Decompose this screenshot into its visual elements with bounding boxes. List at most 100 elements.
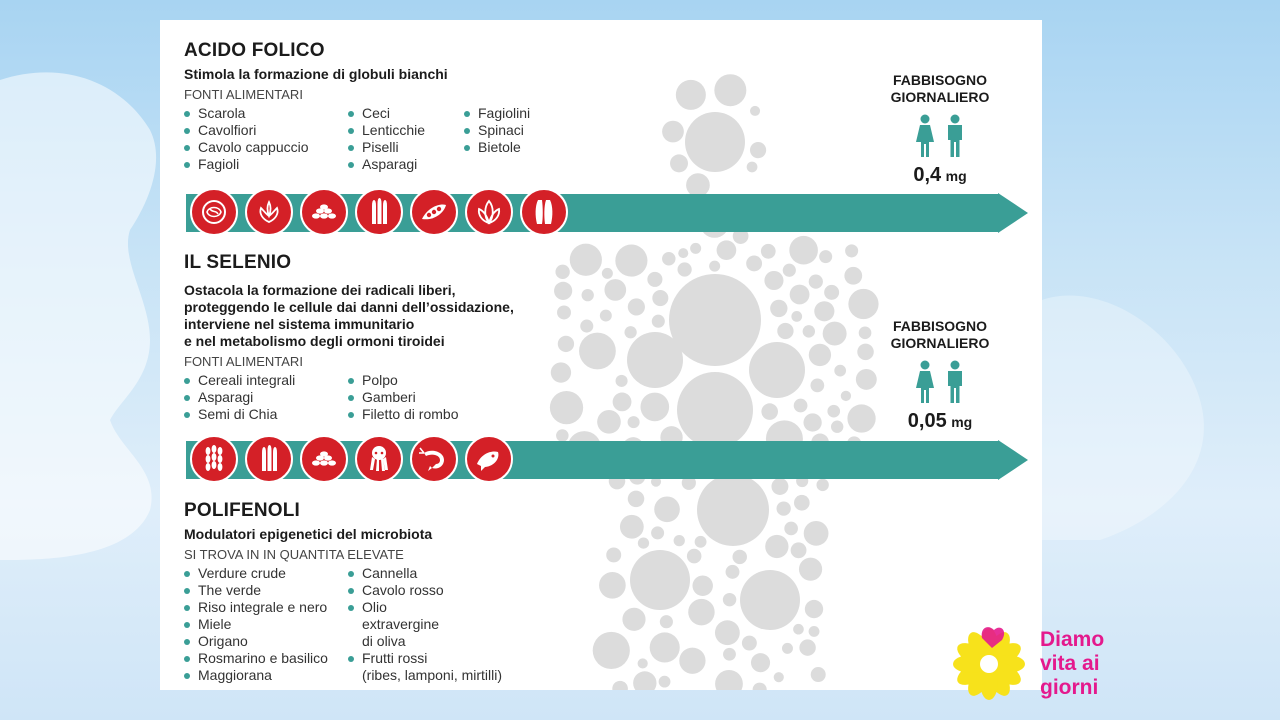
subtitle-line: Stimola la formazione di globuli bianchi xyxy=(184,66,448,82)
body-dot xyxy=(688,598,715,626)
need-unit: mg xyxy=(951,414,973,430)
sources-label: FONTI ALIMENTARI xyxy=(184,354,303,369)
body-dot xyxy=(647,271,663,287)
list-item: Fagioli xyxy=(184,156,348,173)
body-dot xyxy=(740,570,800,630)
arrow-head xyxy=(998,440,1028,480)
body-dot xyxy=(599,571,626,599)
body-dot xyxy=(749,342,805,398)
body-dot xyxy=(678,248,689,259)
body-dot xyxy=(764,270,784,291)
body-dot xyxy=(749,142,767,159)
body-dot xyxy=(627,332,683,388)
body-dot xyxy=(658,675,671,688)
sources-column: Polpo Gamberi Filetto di rombo xyxy=(348,372,458,423)
sources-column: Cannella Cavolo rosso Olio extravergine … xyxy=(348,565,502,684)
list-item: Gamberi xyxy=(348,389,458,406)
sources-column: Cereali integrali Asparagi Semi di Chia xyxy=(184,372,348,423)
body-dot xyxy=(793,623,804,635)
body-dot xyxy=(592,631,630,670)
section-title: IL SELENIO xyxy=(184,252,292,273)
list-item: Piselli xyxy=(348,139,464,156)
cauliflower-icon xyxy=(245,188,293,236)
body-dot xyxy=(599,309,612,322)
body-dot xyxy=(637,537,650,549)
body-dot xyxy=(692,575,713,596)
body-dot xyxy=(550,362,572,383)
woman-icon xyxy=(916,360,934,403)
body-dot xyxy=(615,374,628,387)
body-dot xyxy=(752,682,767,690)
body-dot xyxy=(722,592,737,607)
body-dot xyxy=(824,284,840,300)
body-dot xyxy=(662,120,684,143)
body-dot xyxy=(725,564,740,579)
body-dot xyxy=(579,332,616,370)
need-title-line: GIORNALIERO xyxy=(890,335,990,351)
body-dot xyxy=(777,322,794,340)
peas-icon xyxy=(410,188,458,236)
list-item: Asparagi xyxy=(184,389,348,406)
woman-icon xyxy=(916,114,934,157)
body-dot xyxy=(681,475,696,490)
list-item-continued: di oliva xyxy=(362,633,406,649)
body-dot xyxy=(827,404,841,418)
body-dot xyxy=(604,279,627,301)
list-item: Scarola xyxy=(184,105,348,122)
body-dot xyxy=(627,416,640,429)
body-dot xyxy=(770,299,788,318)
body-dot xyxy=(685,112,745,172)
body-dot xyxy=(669,274,761,366)
list-item: Origano xyxy=(184,633,348,650)
body-dot xyxy=(640,392,670,422)
daily-need-selenium: FABBISOGNO GIORNALIERO 0,05 mg xyxy=(870,318,1010,433)
body-dot xyxy=(808,625,820,637)
body-dot xyxy=(557,335,575,353)
infographic-card: ACIDO FOLICO Stimola la formazione di gl… xyxy=(160,20,1042,690)
need-unit: mg xyxy=(945,168,967,184)
arrow-head xyxy=(998,193,1028,233)
lettuce-icon xyxy=(190,188,238,236)
subtitle-line: Modulatori epigenetici del microbiota xyxy=(184,526,433,542)
body-dot xyxy=(715,669,743,690)
body-dot xyxy=(855,368,877,390)
need-number: 0,05 xyxy=(907,410,947,432)
body-dot xyxy=(697,474,769,546)
body-dot xyxy=(784,521,798,536)
body-dot xyxy=(804,599,824,619)
sources-label: FONTI ALIMENTARI xyxy=(184,87,303,102)
body-dot xyxy=(677,372,753,448)
body-dot xyxy=(554,281,573,300)
list-item: Spinaci xyxy=(464,122,530,139)
body-dot xyxy=(802,325,816,338)
body-dot xyxy=(790,542,807,559)
list-item: Cavolo rosso xyxy=(348,582,502,599)
list-item: Verdure crude xyxy=(184,565,348,582)
body-dot xyxy=(619,514,644,539)
body-dot xyxy=(714,74,747,107)
body-dot xyxy=(776,501,791,516)
body-dot xyxy=(581,288,594,302)
sources-column: Ceci Lenticchie Piselli Asparagi xyxy=(348,105,464,173)
body-dot xyxy=(793,398,808,413)
body-dot xyxy=(789,235,818,265)
body-dot xyxy=(659,615,673,629)
sources-column: Scarola Cavolfiori Cavolo cappuccio Fagi… xyxy=(184,105,348,173)
body-dot xyxy=(569,243,602,276)
man-icon xyxy=(948,360,962,403)
spinach-icon xyxy=(465,188,513,236)
subtitle-line: interviene nel sistema immunitario xyxy=(184,316,415,332)
body-dot xyxy=(630,550,690,610)
need-value: 0,05 mg xyxy=(870,410,1010,433)
need-title-line: FABBISOGNO xyxy=(892,72,988,88)
body-dot xyxy=(677,262,692,277)
body-dot xyxy=(814,301,835,322)
list-item: Ceci xyxy=(348,105,464,122)
body-dot xyxy=(673,535,685,547)
body-dot xyxy=(714,620,740,646)
body-dot xyxy=(694,535,707,548)
sources-label: SI TROVA IN IN QUANTITA ELEVATE xyxy=(184,547,404,562)
list-item-continued: (ribes, lamponi, mirtilli) xyxy=(362,667,503,683)
body-dot xyxy=(612,680,628,690)
